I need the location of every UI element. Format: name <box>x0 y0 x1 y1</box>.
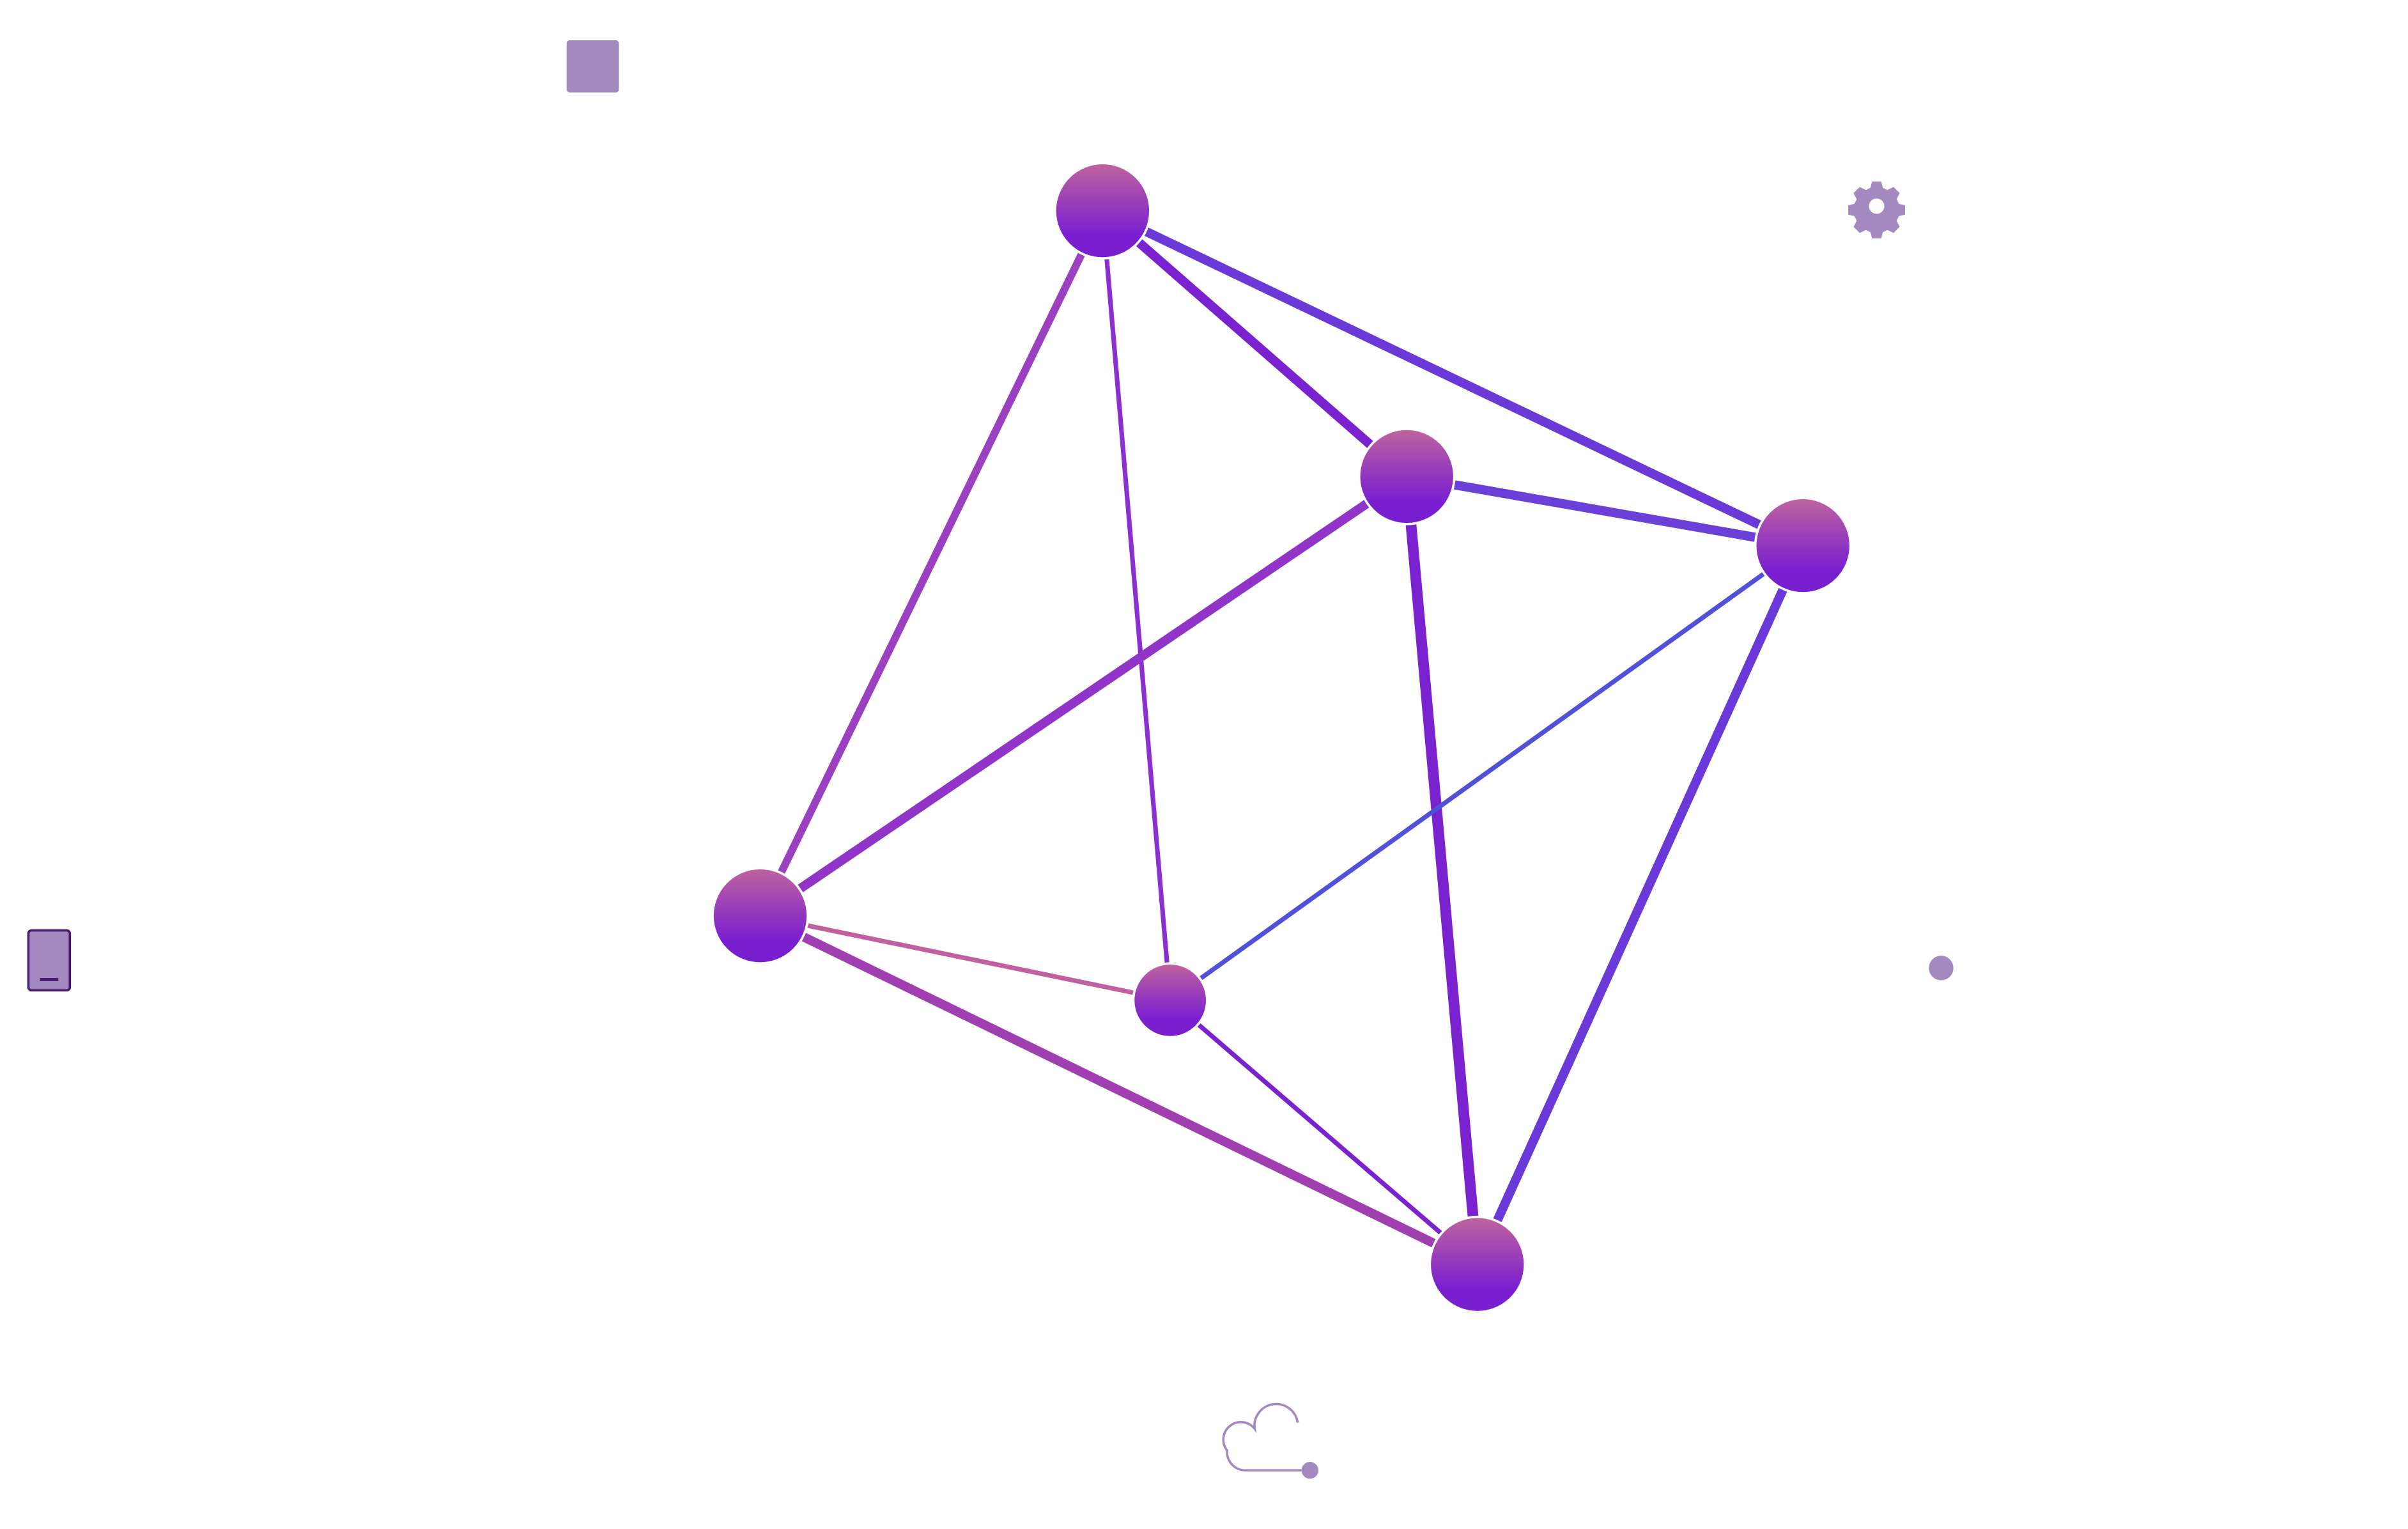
nodes-layer <box>711 162 1852 1314</box>
square-icon[interactable] <box>566 40 619 93</box>
gear-icon[interactable] <box>1848 182 1905 238</box>
edge-B-C <box>1405 472 1804 550</box>
edge-D-E <box>759 913 1171 1003</box>
edge-C-F <box>1473 543 1807 1267</box>
node-B[interactable] <box>1357 428 1456 525</box>
edge-C-E <box>1169 543 1805 1002</box>
dot-icon[interactable] <box>1929 956 1954 981</box>
node-C[interactable] <box>1754 497 1852 594</box>
edge-A-E <box>1100 210 1173 1001</box>
cloud-icon[interactable] <box>1222 1402 1319 1479</box>
edge-B-D <box>757 472 1410 920</box>
tablet-icon[interactable] <box>27 929 72 992</box>
edge-A-D <box>757 209 1106 918</box>
edge-A-C <box>1100 206 1805 550</box>
edge-B-F <box>1401 476 1483 1265</box>
node-E[interactable] <box>1132 962 1208 1039</box>
node-A[interactable] <box>1054 162 1152 260</box>
edge-E-F <box>1168 998 1479 1266</box>
node-F[interactable] <box>1428 1215 1527 1314</box>
edge-D-F <box>758 912 1479 1269</box>
edge-A-B <box>1099 207 1410 480</box>
node-D[interactable] <box>711 867 809 965</box>
edges-layer <box>757 206 1807 1269</box>
